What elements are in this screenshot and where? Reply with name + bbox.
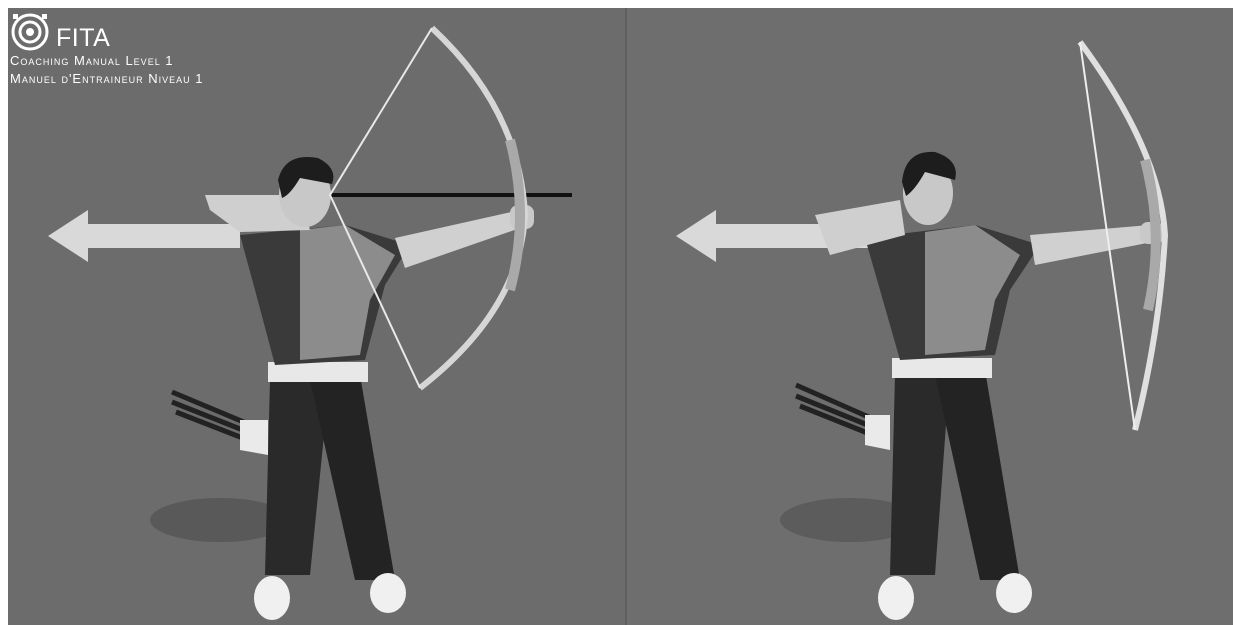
organization-name: FITA: [56, 26, 110, 51]
left-quiver-icon: [172, 392, 268, 455]
left-figure: [48, 28, 572, 620]
subtitle-french: Manuel d'Entraineur Niveau 1: [10, 72, 203, 86]
left-direction-arrow-icon: [48, 210, 240, 262]
fita-target-logo-icon: [10, 12, 54, 52]
right-quiver-icon: [796, 385, 890, 450]
right-figure: [676, 42, 1165, 620]
subtitle-english: Coaching Manual Level 1: [10, 54, 174, 68]
